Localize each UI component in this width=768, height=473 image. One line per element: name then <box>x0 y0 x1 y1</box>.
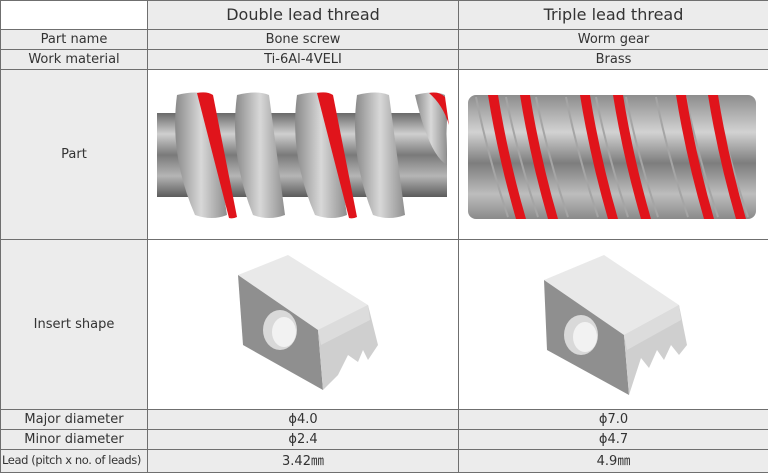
lead-triple: 4.9㎜ <box>458 449 768 473</box>
double-lead-insert-image <box>238 254 378 390</box>
row-label-lead: Lead (pitch x no. of leads) <box>0 449 148 473</box>
table-row-minor-diameter: Minor diameter ϕ2.4 ϕ4.7 <box>0 429 768 450</box>
header-row: Double lead thread Triple lead thread <box>0 0 768 30</box>
table-row-work-material: Work material Ti-6Al-4VELI Brass <box>0 49 768 70</box>
row-label-major-diameter: Major diameter <box>0 409 148 430</box>
row-label-insert-shape: Insert shape <box>0 239 148 410</box>
lead-double: 3.42㎜ <box>147 449 459 473</box>
insert-image-triple-cell <box>458 239 768 410</box>
work-material-triple: Brass <box>458 49 768 70</box>
table-row-lead: Lead (pitch x no. of leads) 3.42㎜ 4.9㎜ <box>0 449 768 473</box>
part-name-double: Bone screw <box>147 29 459 50</box>
part-name-triple: Worm gear <box>458 29 768 50</box>
table-row-part: Part <box>0 69 768 240</box>
minor-diameter-double: ϕ2.4 <box>147 429 459 450</box>
table-row-insert-shape: Insert shape <box>0 239 768 410</box>
part-image-double-cell <box>147 69 459 240</box>
row-label-work-material: Work material <box>0 49 148 70</box>
column-header-double-lead: Double lead thread <box>147 0 459 30</box>
column-header-triple-lead: Triple lead thread <box>458 0 768 30</box>
worm-gear-triple-lead-image <box>467 94 756 219</box>
row-label-part-name: Part name <box>0 29 148 50</box>
major-diameter-double: ϕ4.0 <box>147 409 459 430</box>
bone-screw-double-lead-image <box>157 91 449 218</box>
row-label-part: Part <box>0 69 148 240</box>
corner-cell <box>0 0 148 30</box>
table-row-major-diameter: Major diameter ϕ4.0 ϕ7.0 <box>0 409 768 430</box>
table-row-part-name: Part name Bone screw Worm gear <box>0 29 768 50</box>
minor-diameter-triple: ϕ4.7 <box>458 429 768 450</box>
part-image-triple-cell <box>458 69 768 240</box>
insert-image-double-cell <box>147 239 459 410</box>
row-label-minor-diameter: Minor diameter <box>0 429 148 450</box>
major-diameter-triple: ϕ7.0 <box>458 409 768 430</box>
triple-lead-insert-image <box>543 254 687 395</box>
work-material-double: Ti-6Al-4VELI <box>147 49 459 70</box>
